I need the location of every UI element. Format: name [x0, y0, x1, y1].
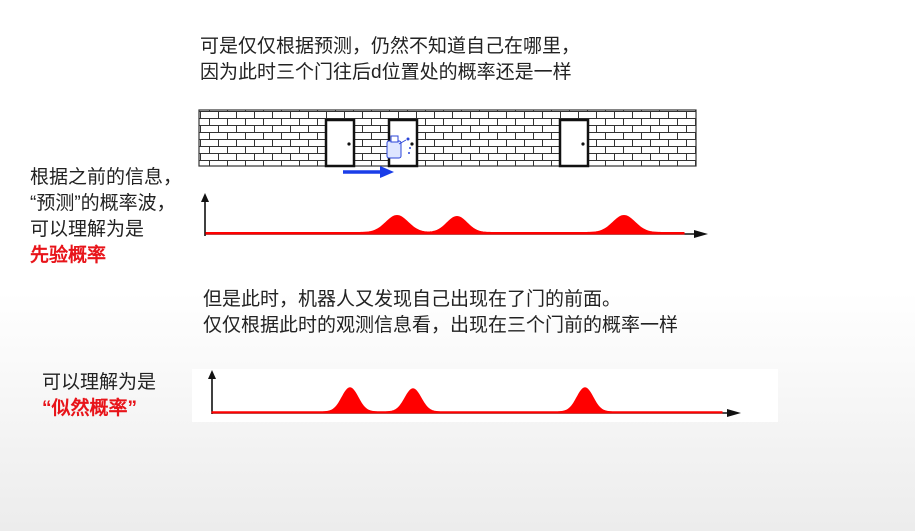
- intro-line-1: 可是仅仅根据预测，仍然不知道自己在哪里，: [200, 36, 581, 57]
- observation-line-2: 仅仅根据此时的观测信息看，出现在三个门前的概率一样: [203, 315, 679, 336]
- likelihood-wave-chart: [208, 370, 741, 417]
- prior-line-2: “预测”的概率波，: [30, 193, 176, 214]
- prior-chart-panel: [200, 192, 754, 242]
- intro-text: 可是仅仅根据预测，仍然不知道自己在哪里， 因为此时三个门往后d位置处的概率还是一…: [200, 34, 580, 86]
- likelihood-probability-wave: [211, 387, 723, 414]
- door-icon: [324, 118, 356, 168]
- brick-wall: [198, 109, 697, 168]
- prior-line-1: 根据之前的信息，: [30, 167, 183, 188]
- wall-panel: [173, 104, 703, 170]
- likelihood-highlight: “似然概率”: [42, 398, 138, 419]
- observation-text: 但是此时，机器人又发现自己出现在了门的前面。 仅仅根据此时的观测信息看，出现在三…: [203, 287, 678, 339]
- observation-line-1: 但是此时，机器人又发现自己出现在了门的前面。: [203, 289, 622, 310]
- motion-arrow-icon: [343, 166, 394, 178]
- intro-line-2: 因为此时三个门往后d位置处的概率还是一样: [200, 62, 572, 83]
- prior-line-3: 可以理解为是: [30, 219, 145, 240]
- prior-highlight: 先验概率: [30, 245, 107, 266]
- likelihood-chart-panel: [192, 369, 778, 422]
- prior-probability-wave: [205, 214, 685, 235]
- likelihood-text: 可以理解为是 “似然概率”: [42, 370, 156, 422]
- prior-text: 根据之前的信息， “预测”的概率波， 可以理解为是 先验概率: [30, 165, 182, 269]
- robot-icon: [386, 135, 411, 159]
- door-icon: [558, 118, 590, 168]
- likelihood-line-1: 可以理解为是: [42, 372, 157, 393]
- prior-wave-chart: [201, 193, 708, 238]
